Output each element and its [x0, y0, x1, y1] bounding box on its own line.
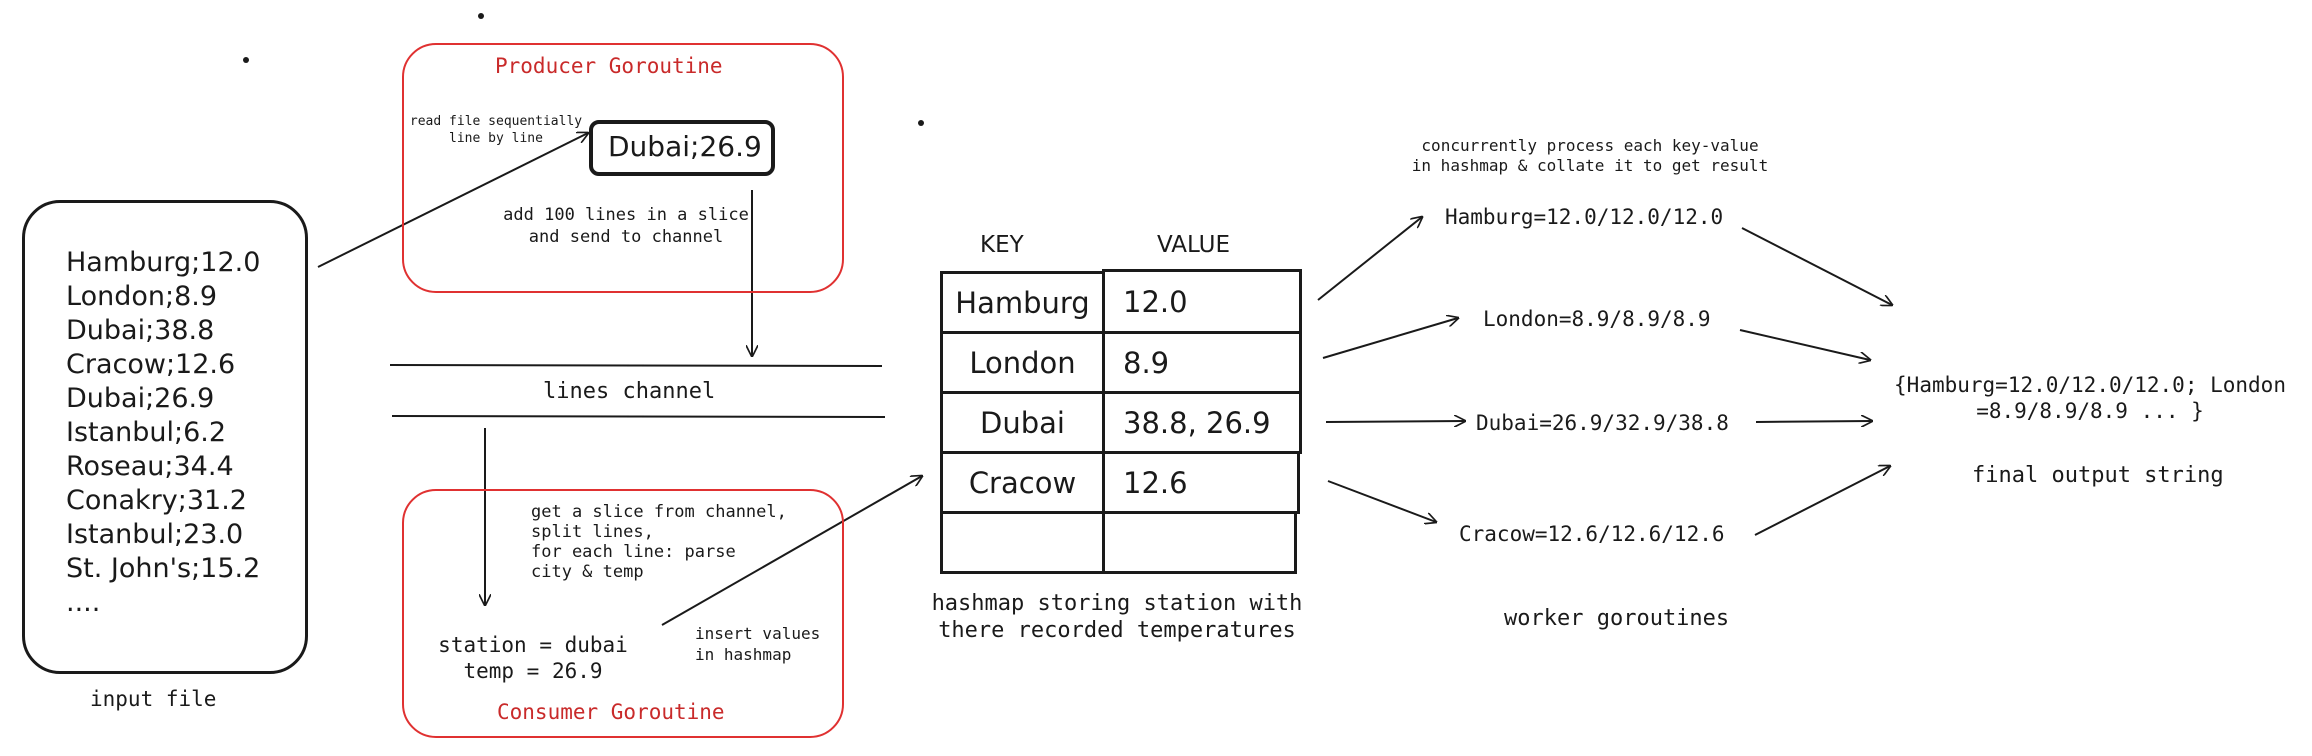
- input-file-box: [22, 200, 308, 674]
- hashmap-value-cell: 8.9: [1102, 331, 1302, 394]
- consumer-goroutine-box: [402, 489, 844, 738]
- sample-line-box: [589, 120, 775, 176]
- hashmap-caption-line-2: there recorded temperatures: [938, 618, 1296, 643]
- stray-dot: [478, 13, 484, 19]
- arrow-worker-3-to-output: [1755, 421, 1872, 422]
- add-note-line-1: add 100 lines in a slice: [503, 205, 749, 225]
- arrow-hashmap-to-worker-3: [1325, 421, 1465, 422]
- channel-rail-bottom: [391, 415, 886, 418]
- add-note-line-2: and send to channel: [528, 227, 724, 247]
- hashmap-key-cell: Dubai: [940, 391, 1105, 454]
- hashmap-value-header: VALUE: [1157, 232, 1231, 258]
- workers-note-line-1: concurrently process each key-value: [1421, 136, 1759, 155]
- worker-result: Dubai=26.9/32.9/38.8: [1476, 411, 1729, 435]
- hashmap-key-cell: London: [940, 331, 1105, 394]
- hashmap-value-cell: 12.6: [1102, 451, 1300, 514]
- hashmap-key-header: KEY: [980, 232, 1024, 258]
- stray-dot: [243, 57, 249, 63]
- workers-note-line-2: in hashmap & collate it to get result: [1411, 156, 1769, 175]
- hashmap-key-cell: Cracow: [940, 451, 1105, 514]
- consumer-steps: get a slice from channel, split lines, f…: [531, 502, 787, 582]
- insert-note: insert values in hashmap: [695, 623, 820, 665]
- hashmap-key-cell: [940, 511, 1105, 574]
- input-file-lines: Hamburg;12.0 London;8.9 Dubai;38.8 Craco…: [66, 246, 260, 620]
- station-line: station = dubai: [438, 633, 628, 657]
- input-line: Istanbul;23.0: [66, 519, 244, 550]
- input-line: ....: [66, 587, 101, 618]
- producer-goroutine-box: [402, 43, 844, 293]
- hashmap-value-cell: 12.0: [1102, 269, 1302, 334]
- final-output-label: final output string: [1972, 463, 2224, 488]
- hashmap-value-cell: [1102, 511, 1297, 574]
- worker-result: Hamburg=12.0/12.0/12.0: [1445, 205, 1724, 229]
- arrow-consumer-to-hashmap: [661, 476, 922, 626]
- arrow-hashmap-to-worker-4: [1327, 480, 1436, 522]
- consumer-step: split lines,: [531, 522, 654, 542]
- input-file-label: input file: [90, 687, 217, 711]
- worker-result: Cracow=12.6/12.6/12.6: [1459, 522, 1725, 546]
- read-note-line-2: line by line: [449, 131, 543, 146]
- input-line: St. John's;15.2: [66, 553, 261, 584]
- parsed-values: station = dubai temp = 26.9: [425, 632, 641, 684]
- final-output: {Hamburg=12.0/12.0/12.0; London =8.9/8.9…: [1880, 372, 2300, 424]
- input-line: Conakry;31.2: [66, 485, 247, 516]
- insert-note-line-1: insert values: [695, 624, 821, 643]
- final-output-line-2: =8.9/8.9/8.9 ... }: [1976, 399, 2204, 423]
- stray-dot: [918, 120, 924, 126]
- insert-note-line-2: in hashmap: [695, 645, 792, 664]
- temp-line: temp = 26.9: [463, 659, 603, 683]
- input-line: Hamburg;12.0: [66, 247, 261, 278]
- workers-label: worker goroutines: [1504, 606, 1730, 631]
- consumer-title: Consumer Goroutine: [497, 700, 725, 724]
- hashmap-caption-line-1: hashmap storing station with: [931, 591, 1303, 616]
- workers-note: concurrently process each key-value in h…: [1390, 136, 1790, 176]
- channel-rail-top: [389, 364, 883, 367]
- sample-line: Dubai;26.9: [608, 130, 762, 163]
- read-note-line-1: read file sequentially: [409, 114, 583, 129]
- arrow-hashmap-to-worker-2: [1322, 318, 1458, 359]
- final-output-line-1: {Hamburg=12.0/12.0/12.0; London: [1894, 373, 2286, 397]
- input-line: Cracow;12.6: [66, 349, 236, 380]
- arrow-input-to-producer: [317, 133, 588, 268]
- channel-label: lines channel: [543, 379, 716, 404]
- hashmap-value-cell: 38.8, 26.9: [1102, 391, 1302, 454]
- hashmap-caption: hashmap storing station with there recor…: [922, 590, 1312, 644]
- input-line: Dubai;38.8: [66, 315, 215, 346]
- hashmap-key-cell: Hamburg: [940, 271, 1105, 334]
- arrow-worker-4-to-output: [1754, 466, 1890, 536]
- consumer-step: city & temp: [531, 562, 644, 582]
- producer-title: Producer Goroutine: [495, 54, 723, 78]
- read-note: read file sequentially line by line: [404, 113, 588, 147]
- arrow-worker-2-to-output: [1739, 329, 1870, 360]
- arrow-hashmap-to-worker-1: [1317, 217, 1422, 301]
- worker-result: London=8.9/8.9/8.9: [1483, 307, 1711, 331]
- input-line: Roseau;34.4: [66, 451, 234, 482]
- arrow-worker-1-to-output: [1741, 227, 1892, 305]
- input-line: Dubai;26.9: [66, 383, 215, 414]
- input-line: Istanbul;6.2: [66, 417, 227, 448]
- consumer-step: get a slice from channel,: [531, 502, 787, 522]
- add-note: add 100 lines in a slice and send to cha…: [484, 204, 768, 248]
- consumer-step: for each line: parse: [531, 542, 736, 562]
- input-line: London;8.9: [66, 281, 218, 312]
